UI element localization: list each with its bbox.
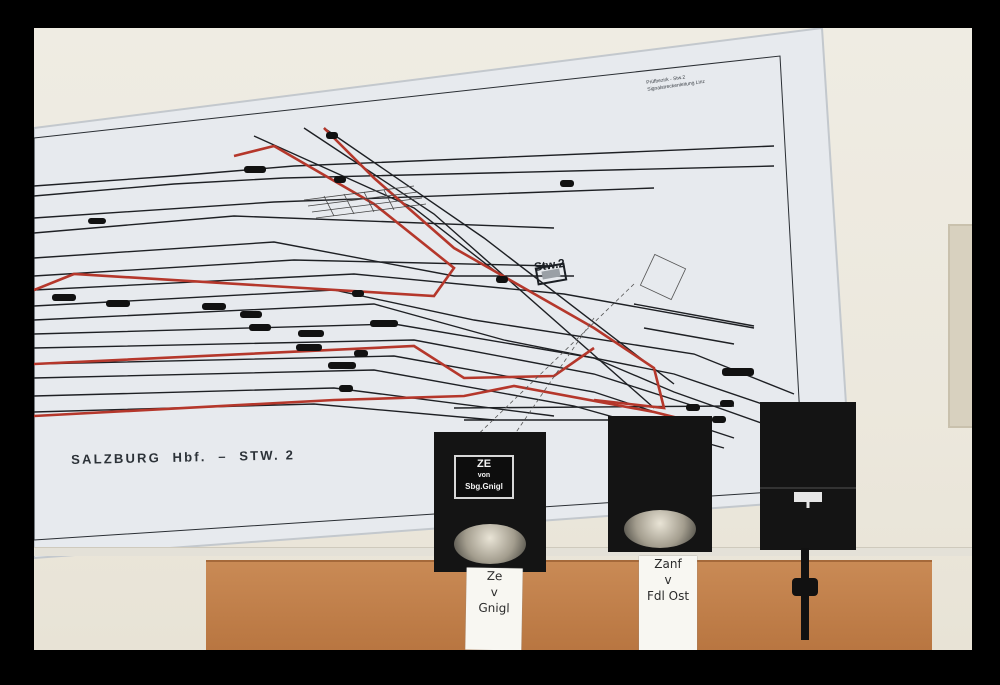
- tag-line: Zanf: [654, 557, 682, 571]
- handwritten-tag: Zanf v Fdl Ost: [639, 556, 697, 650]
- plate-line: von: [477, 472, 491, 479]
- lamp-lens: [624, 510, 696, 548]
- wall-panel: [948, 224, 972, 428]
- mount-bracket-icon: [792, 548, 818, 640]
- wooden-shelf: [206, 560, 932, 650]
- plate-line: ZE: [476, 458, 492, 470]
- tag-line: Ze: [486, 568, 503, 584]
- lamp-lens: [454, 524, 526, 564]
- plate-line: Sbg.Gnigl: [465, 482, 503, 491]
- fitting-icon: [760, 487, 856, 508]
- signal-lamp-housing: [760, 402, 856, 550]
- signal-sign-plate: ZE von Sbg.Gnigl: [454, 455, 514, 499]
- tag-line: v: [490, 584, 498, 600]
- handwritten-tag: Ze v Gnigl: [465, 567, 523, 650]
- tag-line: v: [664, 573, 672, 587]
- signal-lamp-housing: [434, 432, 546, 572]
- signal-lamp-housing: [608, 416, 712, 552]
- photo: Prüfbezirk - Stw.2 Signalstreckenleitung…: [34, 28, 972, 650]
- tag-line: Gnigl: [478, 600, 510, 616]
- tag-line: Fdl Ost: [646, 589, 690, 603]
